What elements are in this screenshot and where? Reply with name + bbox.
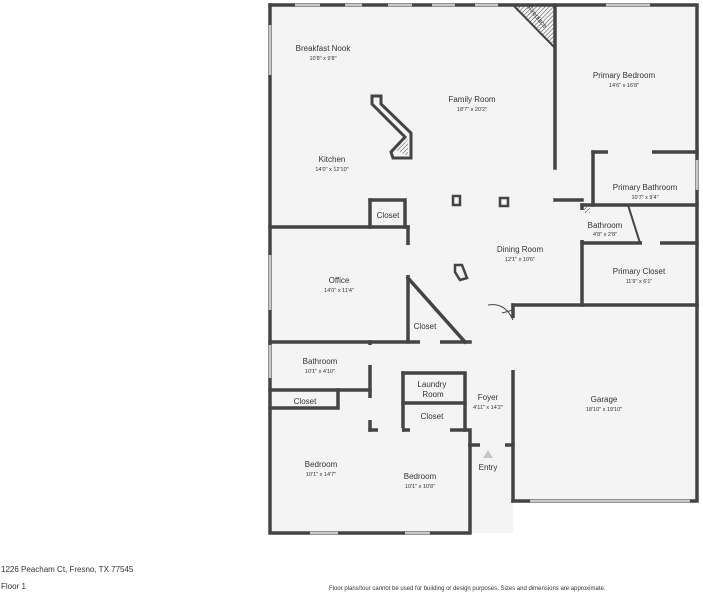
floor-plan: Fireplace Breakfast Nook 10'8" x 9'8" Fa… <box>268 3 699 535</box>
entry-arrow-icon <box>483 450 493 458</box>
room-dims-bedroom-2: 10'1" x 10'8" <box>405 484 435 490</box>
room-label-primary-closet: Primary Closet <box>613 267 666 276</box>
room-label-office: Office <box>329 276 350 285</box>
room-label-foyer: Foyer <box>478 393 499 402</box>
room-label-primary-bathroom: Primary Bathroom <box>613 183 678 192</box>
floor-label: Floor 1 <box>1 582 26 591</box>
room-dims-bathroom: 10'1" x 4'10" <box>305 369 335 375</box>
room-label-closet-kitchen: Closet <box>377 211 400 220</box>
entry-label: Entry <box>479 463 498 472</box>
room-dims-primary-closet: 11'9" x 6'1" <box>626 279 653 285</box>
kitchen-island <box>370 94 413 160</box>
room-label-primary-bedroom: Primary Bedroom <box>593 71 656 80</box>
room-dims-foyer: 4'11" x 14'2" <box>473 405 503 411</box>
room-dims-breakfast-nook: 10'8" x 9'8" <box>309 56 336 62</box>
windows <box>268 3 699 535</box>
room-label-bedroom-1: Bedroom <box>305 460 338 469</box>
room-labels: Breakfast Nook 10'8" x 9'8" Family Room … <box>294 44 678 490</box>
room-label-closet-bed1: Closet <box>294 397 317 406</box>
address-text: 1226 Peacham Ct, Fresno, TX 77545 <box>1 565 134 574</box>
room-dims-bathroom-small: 4'8" x 2'8" <box>593 232 617 238</box>
room-dims-dining-room: 12'1" x 10'6" <box>505 257 535 263</box>
room-label-breakfast-nook: Breakfast Nook <box>296 44 352 53</box>
fireplace: Fireplace <box>510 4 556 51</box>
room-label-bathroom-small: Bathroom <box>588 221 623 230</box>
room-dims-kitchen: 14'0" x 12'10" <box>315 167 348 173</box>
room-dims-bedroom-1: 10'1" x 14'7" <box>306 472 336 478</box>
room-label-closet-office: Closet <box>414 322 437 331</box>
room-dims-office: 14'0" x 11'4" <box>324 288 354 294</box>
room-dims-garage: 18'10" x 19'10" <box>586 407 622 413</box>
room-dims-family-room: 18'7" x 20'2" <box>457 107 487 113</box>
disclaimer-text: Floor plans/tour cannot be used for buil… <box>329 586 606 592</box>
room-label-bathroom: Bathroom <box>303 357 338 366</box>
room-dims-primary-bathroom: 10'7" x 9'4" <box>631 195 658 201</box>
door-swings <box>487 304 514 321</box>
columns <box>451 194 510 282</box>
room-label-closet-laundry: Closet <box>421 412 444 421</box>
room-label-garage: Garage <box>591 395 618 404</box>
door-gaps <box>368 150 660 447</box>
room-dims-primary-bedroom: 14'6" x 16'8" <box>609 83 639 89</box>
room-label-dining-room: Dining Room <box>497 245 544 254</box>
room-label-family-room: Family Room <box>448 95 495 104</box>
room-label-bedroom-2: Bedroom <box>404 472 437 481</box>
room-label-laundry: Laundry Room <box>417 380 448 399</box>
hatch-mark <box>584 207 590 213</box>
room-label-kitchen: Kitchen <box>319 155 346 164</box>
